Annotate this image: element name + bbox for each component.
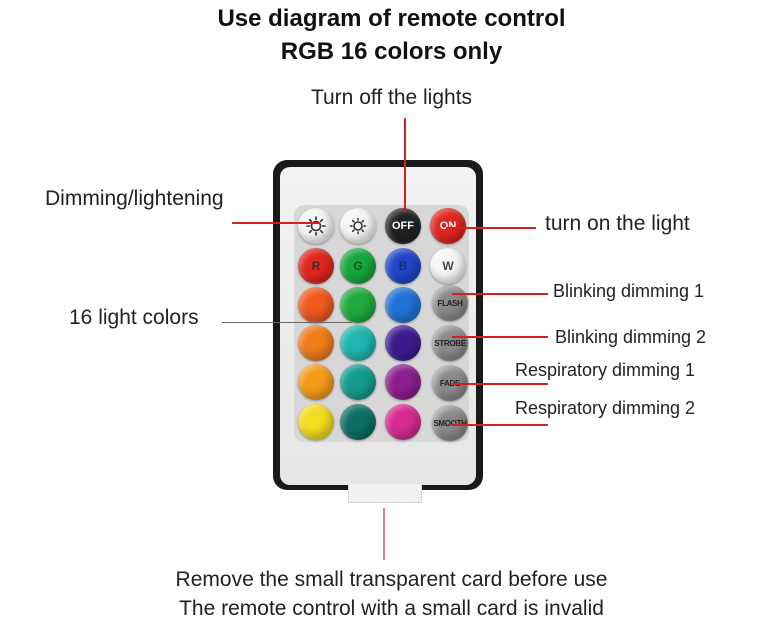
pointer-on	[446, 227, 536, 229]
green-button[interactable]: G	[340, 248, 376, 284]
color-button-r4c1[interactable]	[298, 404, 334, 440]
pointer-smooth	[452, 424, 548, 426]
brightness-down-icon	[349, 217, 367, 235]
pointer-fade	[452, 383, 548, 385]
blue-button-label: B	[398, 259, 408, 273]
red-button-label: R	[311, 259, 321, 273]
smooth-button-label: SMOOTH	[433, 418, 467, 428]
color-button-r4c2[interactable]	[340, 404, 376, 440]
flash-button[interactable]: FLASH	[432, 285, 468, 321]
label-16-colors: 16 light colors	[69, 306, 199, 329]
label-smooth: Respiratory dimming 2	[515, 398, 696, 418]
pointer-colors	[222, 322, 352, 323]
label-turn-off: Turn off the lights	[310, 86, 473, 109]
footer-line-1: Remove the small transparent card before…	[175, 568, 608, 591]
brightness-down-button[interactable]	[340, 208, 376, 244]
label-fade: Respiratory dimming 1	[515, 360, 696, 380]
off-button[interactable]: OFF	[385, 208, 421, 244]
brightness-up-button[interactable]	[298, 208, 334, 244]
flash-button-label: FLASH	[437, 298, 463, 308]
pointer-card	[383, 508, 385, 560]
off-button-label: OFF	[392, 220, 414, 232]
diagram-title-line-1: Use diagram of remote control	[217, 5, 566, 32]
color-button-r2c1[interactable]	[298, 325, 334, 361]
pointer-off	[404, 118, 406, 212]
on-button[interactable]: ON	[430, 208, 466, 244]
brightness-up-icon	[306, 216, 326, 236]
fade-button-label: FADE	[439, 378, 461, 388]
color-button-r1c1[interactable]	[298, 287, 334, 323]
pointer-strobe	[452, 336, 548, 338]
smooth-button[interactable]: SMOOTH	[432, 405, 468, 441]
color-button-r2c2[interactable]	[340, 325, 376, 361]
label-strobe: Blinking dimming 2	[555, 327, 707, 347]
label-flash: Blinking dimming 1	[553, 281, 705, 301]
color-button-r3c3[interactable]	[385, 364, 421, 400]
footer-line-2: The remote control with a small card is …	[179, 597, 604, 620]
color-button-r3c1[interactable]	[298, 364, 334, 400]
remote-keypad	[294, 205, 469, 442]
pointer-dimming	[232, 222, 320, 224]
pointer-flash	[452, 293, 548, 295]
color-button-r3c2[interactable]	[340, 364, 376, 400]
strobe-button-label: STROBE	[434, 338, 466, 348]
red-button[interactable]: R	[298, 248, 334, 284]
green-button-label: G	[353, 259, 363, 273]
transparent-card-tab	[348, 484, 422, 503]
label-turn-on: turn on the light	[545, 212, 690, 235]
color-button-r2c3[interactable]	[385, 325, 421, 361]
label-dimming: Dimming/lightening	[45, 187, 224, 210]
color-button-r1c3[interactable]	[385, 287, 421, 323]
diagram-title-line-2: RGB 16 colors only	[280, 38, 503, 65]
strobe-button[interactable]: STROBE	[432, 325, 468, 361]
color-button-r4c3[interactable]	[385, 404, 421, 440]
white-button-label: W	[442, 259, 454, 273]
white-button[interactable]: W	[430, 248, 466, 284]
color-button-r1c2[interactable]	[340, 287, 376, 323]
on-button-label: ON	[439, 220, 457, 232]
blue-button[interactable]: B	[385, 248, 421, 284]
